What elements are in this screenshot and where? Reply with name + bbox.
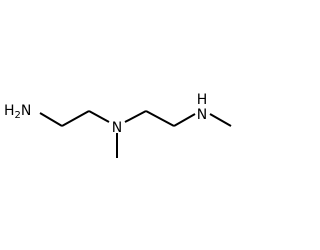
atom-label-nh2: H2N xyxy=(4,103,31,121)
atom-label-n-tertiary: N xyxy=(112,120,122,136)
bond-nh-methyl xyxy=(209,113,232,127)
bond-c1-c2 xyxy=(61,110,90,127)
molecule-drawing: H2N N H N xyxy=(4,92,232,158)
atom-label-nh-secondary: H xyxy=(197,92,208,108)
structure-canvas: H2N N H N xyxy=(4,92,232,158)
atom-label-n-secondary: N xyxy=(197,107,207,123)
bond-c4-nh xyxy=(173,113,196,127)
bond-c3-c4 xyxy=(145,110,175,127)
bond-n-c3 xyxy=(124,110,147,123)
bond-c2-n xyxy=(88,110,110,123)
bond-nh2-c1 xyxy=(39,112,63,127)
